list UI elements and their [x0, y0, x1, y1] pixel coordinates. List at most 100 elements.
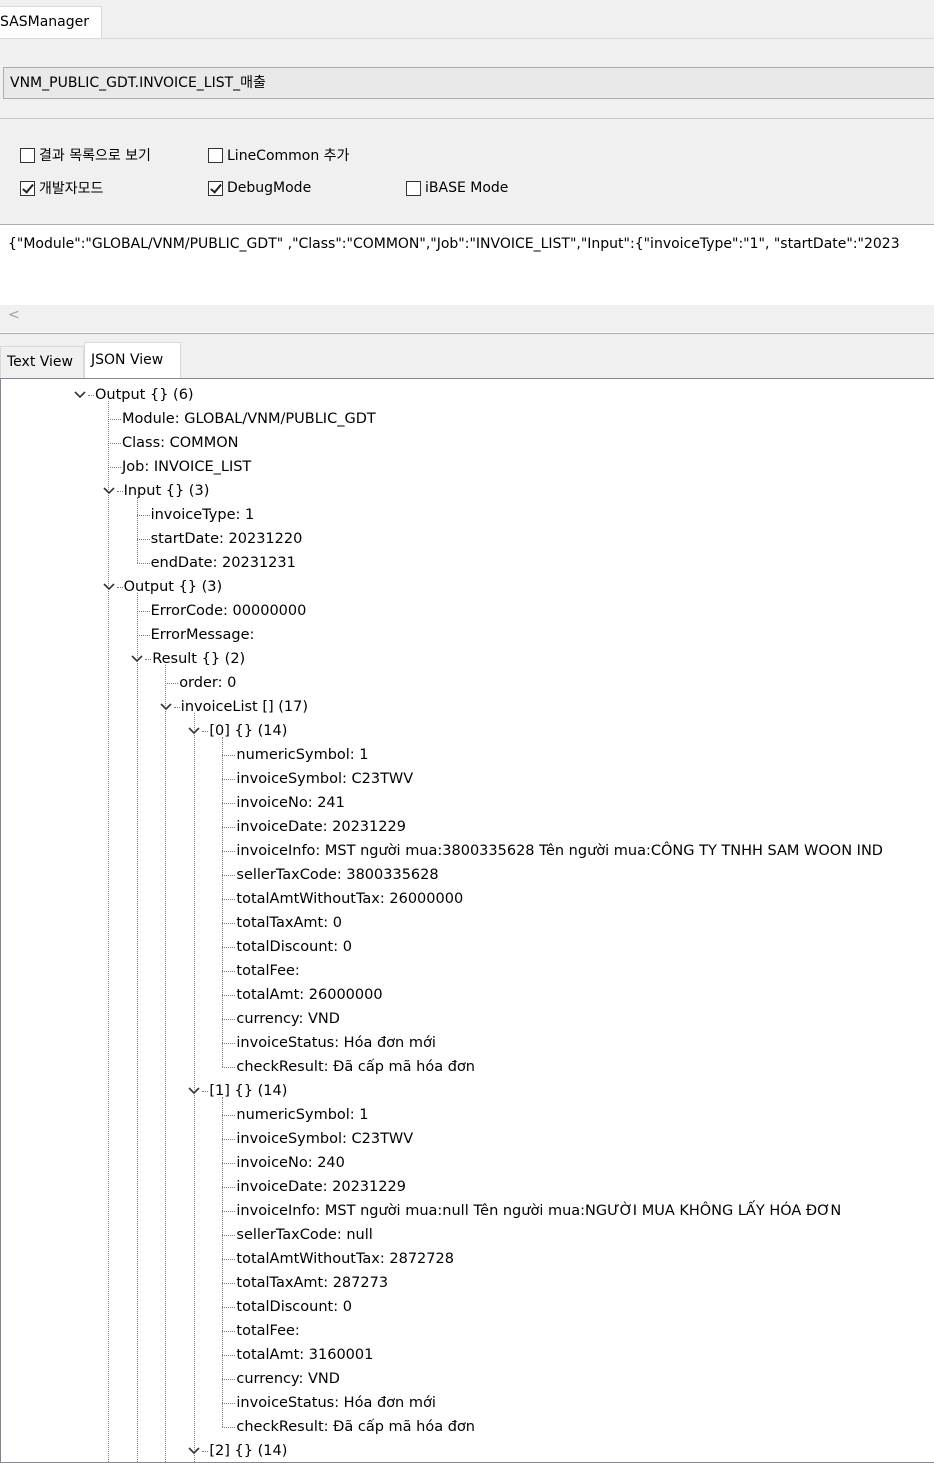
- tree-leaf-node[interactable]: totalFee:: [236, 1323, 300, 1339]
- tree-leaf-node[interactable]: invoiceSymbol: C23TWV: [236, 771, 414, 787]
- tree-connector: [202, 731, 209, 732]
- tree-guide-line: [165, 665, 167, 1462]
- tree-branch-node[interactable]: Output {} (3): [123, 579, 223, 595]
- debug-mode-checkbox[interactable]: DebugMode: [208, 180, 311, 196]
- tree-connector: [222, 995, 236, 996]
- dev-mode-checkbox[interactable]: 개발자모드: [20, 178, 103, 198]
- tree-connector: [136, 563, 150, 564]
- tree-leaf-node[interactable]: invoiceStatus: Hóa đơn mới: [236, 1395, 436, 1411]
- tree-leaf-node[interactable]: Class: COMMON: [122, 435, 239, 451]
- tree-leaf-node[interactable]: numericSymbol: 1: [236, 1107, 369, 1123]
- tree-connector: [222, 1211, 236, 1212]
- tree-connector: [222, 1115, 236, 1116]
- tree-connector: [222, 1307, 236, 1308]
- tree-leaf-node[interactable]: invoiceNo: 240: [236, 1155, 345, 1171]
- tree-leaf-node[interactable]: totalAmt: 3160001: [236, 1347, 374, 1363]
- checkbox-label: DebugMode: [227, 180, 312, 196]
- tree-connector: [222, 1259, 236, 1260]
- tree-connector: [222, 1043, 236, 1044]
- tree-connector: [145, 659, 152, 660]
- tab-json-view[interactable]: JSON View: [84, 342, 181, 378]
- tree-branch-node[interactable]: [1] {} (14): [209, 1083, 288, 1099]
- tree-leaf-node[interactable]: sellerTaxCode: 3800335628: [236, 867, 439, 883]
- view-tabs: Text View JSON View: [0, 342, 934, 378]
- tree-connector: [222, 827, 236, 828]
- tab-sasmanager[interactable]: SASManager: [0, 6, 102, 38]
- checkbox-box: [208, 147, 223, 163]
- checkbox-box: [20, 180, 35, 196]
- tree-guide-line: [222, 1097, 224, 1427]
- tree-leaf-node[interactable]: totalAmtWithoutTax: 2872728: [236, 1251, 454, 1267]
- tree-leaf-node[interactable]: invoiceDate: 20231229: [236, 819, 406, 835]
- tree-connector: [173, 707, 180, 708]
- tree-connector: [202, 1091, 209, 1092]
- scroll-left-arrow-icon[interactable]: <: [8, 307, 20, 323]
- tree-connector: [136, 539, 150, 540]
- tree-leaf-node[interactable]: totalAmt: 26000000: [236, 987, 383, 1003]
- input-json-text: {"Module":"GLOBAL/VNM/PUBLIC_GDT" ,"Clas…: [8, 236, 900, 252]
- checkbox-box: [208, 180, 223, 196]
- view-as-list-checkbox[interactable]: 결과 목록으로 보기: [20, 145, 151, 165]
- tree-connector: [222, 1139, 236, 1140]
- tree-leaf-node[interactable]: totalDiscount: 0: [236, 1299, 352, 1315]
- tree-branch-node[interactable]: invoiceList [] (17): [180, 699, 309, 715]
- tree-branch-node[interactable]: [0] {} (14): [209, 723, 288, 739]
- tree-leaf-node[interactable]: totalDiscount: 0: [236, 939, 352, 955]
- tree-connector: [222, 851, 236, 852]
- tree-branch-node[interactable]: [2] {} (14): [209, 1443, 288, 1459]
- tree-leaf-node[interactable]: checkResult: Đã cấp mã hóa đơn: [236, 1059, 475, 1075]
- tree-leaf-node[interactable]: invoiceDate: 20231229: [236, 1179, 406, 1195]
- tree-leaf-node[interactable]: currency: VND: [236, 1371, 340, 1387]
- tree-leaf-node[interactable]: sellerTaxCode: null: [236, 1227, 373, 1243]
- tree-leaf-node[interactable]: Job: INVOICE_LIST: [122, 459, 252, 475]
- checkbox-label: LineCommon 추가: [227, 148, 350, 164]
- tree-leaf-node[interactable]: ErrorMessage:: [150, 627, 255, 643]
- checkbox-box: [406, 180, 421, 196]
- tree-leaf-node[interactable]: currency: VND: [236, 1011, 340, 1027]
- tree-leaf-node[interactable]: endDate: 20231231: [150, 555, 296, 571]
- json-tree-view[interactable]: Output {} (6) Module: GLOBAL/VNM/PUBLIC_G…: [0, 378, 934, 1463]
- tree-connector: [108, 443, 121, 444]
- tree-connector: [108, 467, 121, 468]
- ibase-mode-checkbox[interactable]: iBASE Mode: [406, 180, 508, 196]
- horizontal-scrollbar[interactable]: [0, 305, 934, 332]
- tree-connector: [222, 899, 236, 900]
- tree-leaf-node[interactable]: totalTaxAmt: 0: [236, 915, 342, 931]
- chevron-down-icon[interactable]: [74, 391, 86, 399]
- tree-connector: [222, 755, 236, 756]
- tree-connector: [222, 779, 236, 780]
- tab-text-view[interactable]: Text View: [0, 346, 84, 378]
- tree-leaf-node[interactable]: totalFee:: [236, 963, 300, 979]
- tree-branch-node[interactable]: Output {} (6): [95, 387, 194, 403]
- tree-leaf-node[interactable]: invoiceStatus: Hóa đơn mới: [236, 1035, 436, 1051]
- tree-branch-node[interactable]: Result {} (2): [152, 651, 246, 667]
- tree-connector: [116, 587, 123, 588]
- tree-connector: [116, 491, 123, 492]
- tree-branch-node[interactable]: Input {} (3): [123, 483, 210, 499]
- tree-leaf-node[interactable]: ErrorCode: 00000000: [150, 603, 307, 619]
- tree-leaf-node[interactable]: checkResult: Đã cấp mã hóa đơn: [236, 1419, 475, 1435]
- tree-connector: [222, 923, 236, 924]
- tree-leaf-node[interactable]: order: 0: [179, 675, 237, 691]
- tree-leaf-node[interactable]: invoiceInfo: MST người mua:null Tên ngườ…: [236, 1203, 842, 1219]
- tree-leaf-node[interactable]: invoiceInfo: MST người mua:3800335628 Tê…: [236, 843, 883, 859]
- tree-connector: [136, 515, 150, 516]
- tree-connector: [136, 635, 150, 636]
- line-common-checkbox[interactable]: LineCommon 추가: [208, 145, 349, 165]
- tree-leaf-node[interactable]: totalTaxAmt: 287273: [236, 1275, 389, 1291]
- job-selector-field[interactable]: VNM_PUBLIC_GDT.INVOICE_LIST_매출: [3, 67, 934, 99]
- tree-leaf-node[interactable]: totalAmtWithoutTax: 26000000: [236, 891, 464, 907]
- tree-leaf-node[interactable]: invoiceNo: 241: [236, 795, 345, 811]
- tree-leaf-node[interactable]: numericSymbol: 1: [236, 747, 369, 763]
- tree-guide-line: [193, 713, 195, 1462]
- tree-connector: [165, 683, 179, 684]
- tree-connector: [222, 1427, 236, 1428]
- tree-leaf-node[interactable]: Module: GLOBAL/VNM/PUBLIC_GDT: [122, 411, 376, 427]
- tree-leaf-node[interactable]: invoiceType: 1: [150, 507, 255, 523]
- tree-connector: [136, 611, 150, 612]
- tree-leaf-node[interactable]: startDate: 20231220: [150, 531, 303, 547]
- tree-connector: [222, 1163, 236, 1164]
- tree-leaf-node[interactable]: invoiceSymbol: C23TWV: [236, 1131, 414, 1147]
- tree-connector: [222, 947, 236, 948]
- tree-connector: [108, 419, 121, 420]
